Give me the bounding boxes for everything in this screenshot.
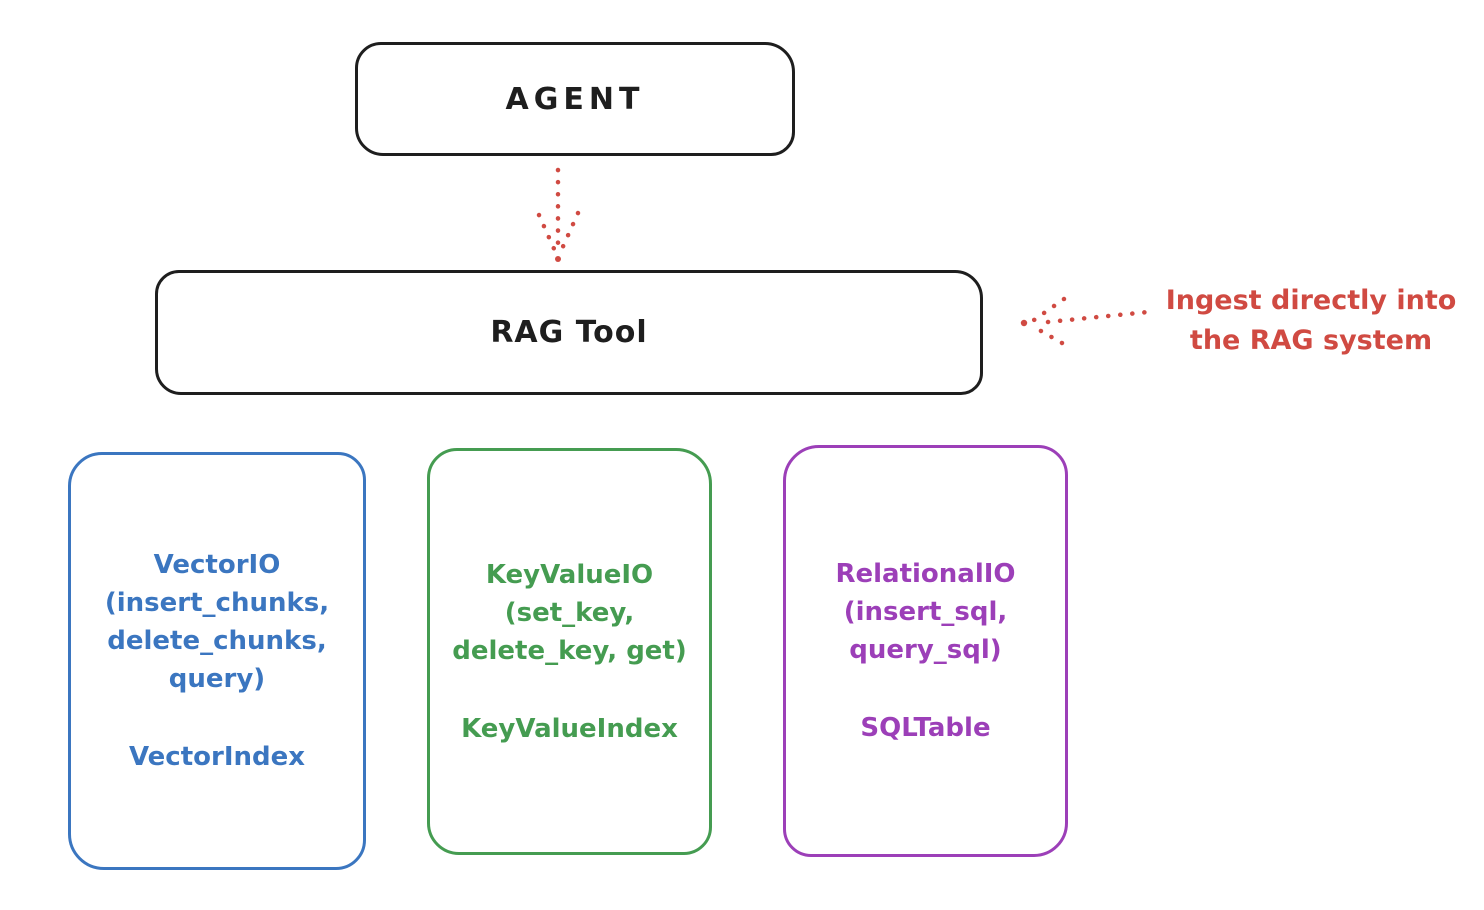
ingest-dotted-arrow-icon <box>1020 296 1151 346</box>
rag-tool-node-label: RAG Tool <box>490 315 648 350</box>
vector-io-ops-line3: query) <box>168 664 266 694</box>
rag-tool-node: RAG Tool <box>155 270 983 395</box>
relational-io-ops-line1: (insert_sql, <box>843 597 1008 627</box>
vector-io-title: VectorIO <box>153 550 281 580</box>
vector-io-node: VectorIO (insert_chunks, delete_chunks, … <box>68 452 366 870</box>
keyvalue-io-node: KeyValueIO (set_key, delete_key, get) Ke… <box>427 448 712 855</box>
keyvalue-io-ops-line1: (set_key, <box>504 597 635 628</box>
vector-index-label: VectorIndex <box>128 742 306 772</box>
ingest-annotation-line2: the RAG system <box>1189 325 1433 356</box>
relational-io-title: RelationalIO <box>835 559 1016 589</box>
ingest-annotation: Ingest directly into the RAG system <box>1145 281 1477 361</box>
ingest-annotation-line1: Ingest directly into <box>1165 285 1457 316</box>
agent-to-ragtool-dotted-arrow-icon <box>536 167 581 262</box>
relational-io-node: RelationalIO (insert_sql, query_sql) SQL… <box>783 445 1068 857</box>
keyvalue-index-label: KeyValueIndex <box>461 713 678 744</box>
keyvalue-io-ops-line2: delete_key, get) <box>452 635 687 666</box>
relational-io-ops-line2: query_sql) <box>849 635 1002 665</box>
vector-io-ops-line2: delete_chunks, <box>107 626 327 656</box>
agent-node: AGENT <box>355 42 795 156</box>
sqltable-label: SQLTable <box>860 713 991 743</box>
keyvalue-io-title: KeyValueIO <box>485 559 654 590</box>
vector-io-ops-line1: (insert_chunks, <box>104 588 330 618</box>
agent-node-label: AGENT <box>505 81 645 117</box>
